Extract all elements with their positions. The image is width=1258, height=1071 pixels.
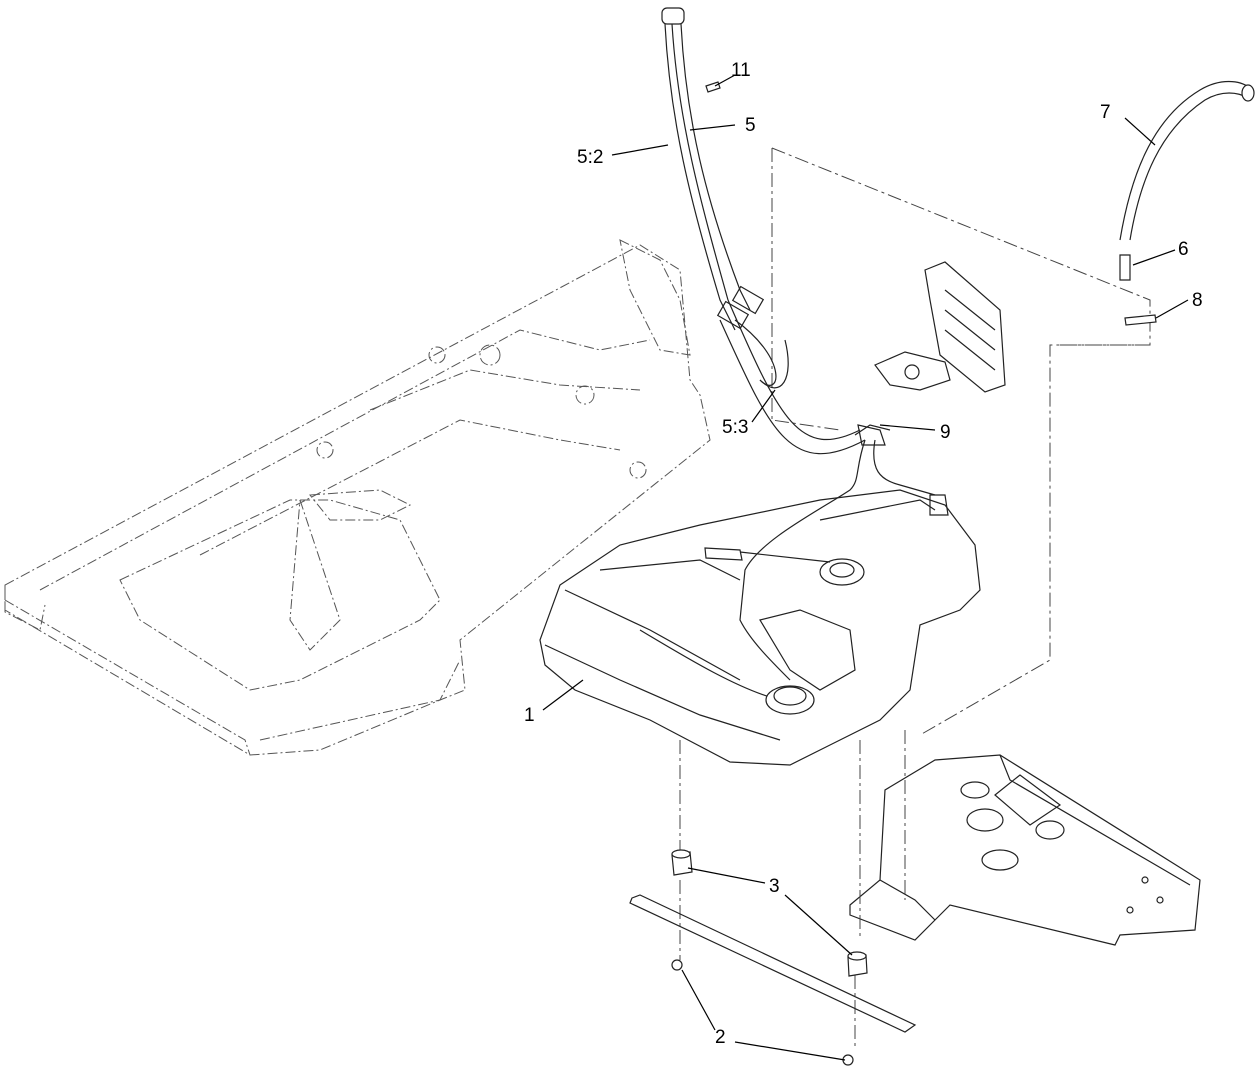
- small-fittings: [705, 81, 1157, 326]
- leader-lines: [542, 74, 1189, 1061]
- fitting-6: [1119, 254, 1131, 281]
- vent-hose: [1119, 80, 1255, 241]
- fuel-hose-assembly: [661, 7, 866, 455]
- fuel-lines: [739, 424, 936, 681]
- callout-2: 2: [715, 1027, 726, 1048]
- tank-strap: [629, 894, 917, 1033]
- assembly-guide-lines: [679, 147, 1151, 1050]
- fitting-8: [1124, 314, 1157, 326]
- callout-5: 5: [745, 115, 756, 136]
- callout-3: 3: [769, 876, 780, 897]
- chassis-frame: [4, 239, 711, 756]
- fuel-tank: [539, 489, 981, 766]
- callout-9: 9: [940, 422, 951, 443]
- callout-5-3: 5:3: [722, 417, 748, 438]
- callout-labels: 1 2 3 5 5:2 5:3 6 7 8 9 11: [524, 60, 1203, 1048]
- rubber-bumpers: [671, 849, 868, 1066]
- callout-5-2: 5:2: [577, 147, 603, 168]
- screw-11: [705, 81, 721, 93]
- callout-8: 8: [1192, 290, 1203, 311]
- mounting-plate: [849, 754, 1201, 946]
- callout-1: 1: [524, 705, 535, 726]
- callout-7: 7: [1100, 102, 1111, 123]
- heat-shield-bracket: [874, 261, 1006, 393]
- callout-6: 6: [1178, 239, 1189, 260]
- callout-11: 11: [731, 60, 751, 81]
